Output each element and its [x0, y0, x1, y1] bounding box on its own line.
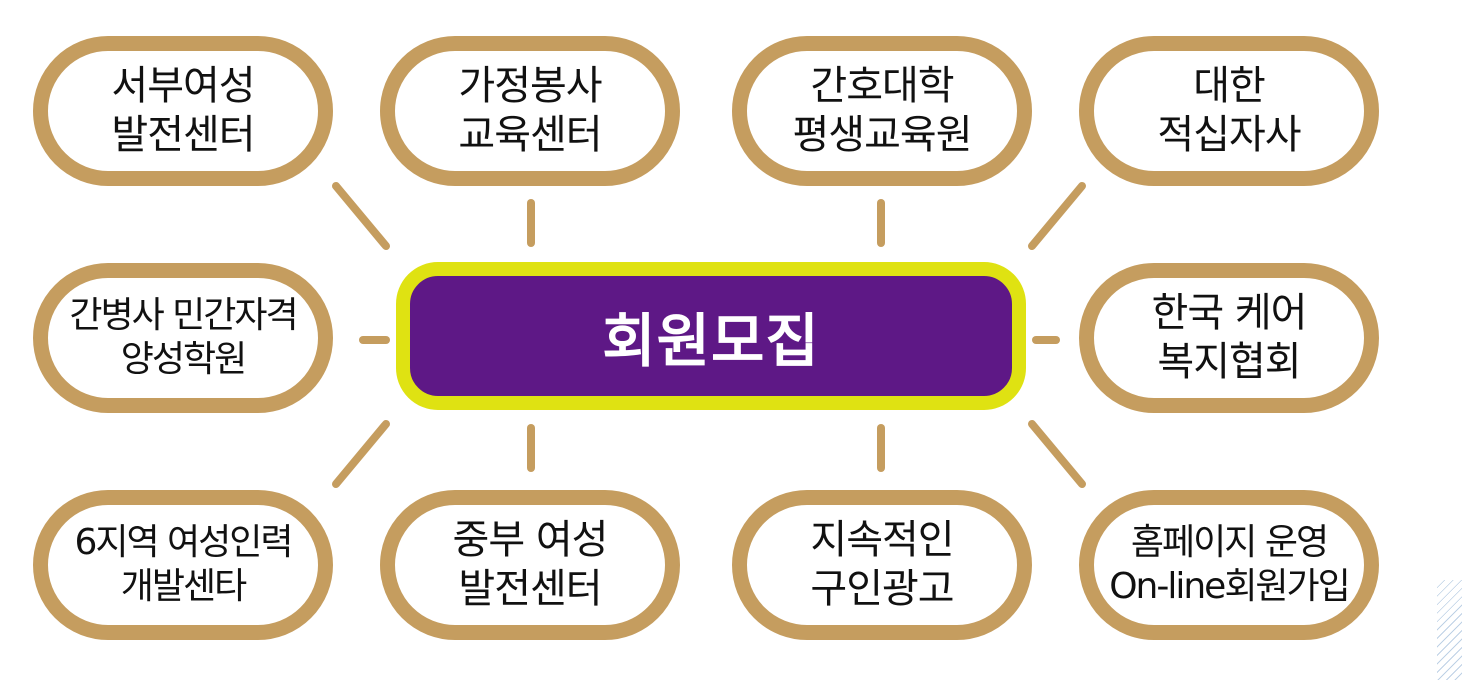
node-korea-care-welfare-association[interactable]: 한국 케어 복지협회 — [1079, 263, 1379, 413]
node-line: 서부여성 — [111, 63, 255, 110]
connector-top-right — [1028, 182, 1086, 250]
node-line: 대한 — [1193, 63, 1266, 110]
center-node-member-recruitment[interactable]: 회원모집 — [396, 262, 1026, 410]
node-line: 6지역 여성인력 — [74, 522, 293, 564]
node-home-service-education-center[interactable]: 가정봉사 교육센터 — [380, 36, 680, 186]
node-region6-womens-workforce-center[interactable]: 6지역 여성인력 개발센타 — [33, 490, 333, 640]
node-line: 간호대학 — [810, 63, 954, 110]
node-line: 홈페이지 운영 — [1130, 522, 1329, 564]
decorative-hatch-pattern — [1437, 580, 1462, 680]
node-line: 간병사 민간자격 — [69, 295, 298, 337]
node-caregiver-training-academy[interactable]: 간병사 민간자격 양성학원 — [33, 263, 333, 413]
node-nursing-college-lifelong-education[interactable]: 간호대학 평생교육원 — [732, 36, 1032, 186]
node-continuous-job-ads[interactable]: 지속적인 구인광고 — [732, 490, 1032, 640]
node-line: 한국 케어 — [1151, 290, 1308, 337]
node-line: 교육센터 — [458, 112, 602, 158]
node-seobu-womens-center[interactable]: 서부여성 발전센터 — [33, 36, 333, 186]
connector-bottom-left — [332, 420, 390, 488]
node-line: 중부 여성 — [452, 517, 609, 564]
node-line: 발전센터 — [111, 112, 255, 158]
node-homepage-online-signup[interactable]: 홈페이지 운영 On-line회원가입 — [1079, 490, 1379, 640]
node-line: 구인광고 — [810, 566, 954, 612]
node-line: 가정봉사 — [458, 63, 602, 110]
node-korean-red-cross[interactable]: 대한 적십자사 — [1079, 36, 1379, 186]
node-line: 발전센터 — [458, 566, 602, 612]
center-node-title: 회원모집 — [602, 307, 820, 375]
node-line: 적십자사 — [1157, 112, 1301, 158]
node-line: 평생교육원 — [792, 112, 973, 158]
node-line: 지속적인 — [810, 517, 954, 564]
node-jungbu-womens-center[interactable]: 중부 여성 발전센터 — [380, 490, 680, 640]
connector-bottom-right — [1028, 420, 1086, 488]
connector-top-left — [332, 182, 390, 250]
node-line: On-line회원가입 — [1109, 566, 1351, 607]
node-line: 복지협회 — [1157, 339, 1301, 385]
node-line: 양성학원 — [120, 339, 247, 380]
node-line: 개발센타 — [120, 566, 247, 607]
